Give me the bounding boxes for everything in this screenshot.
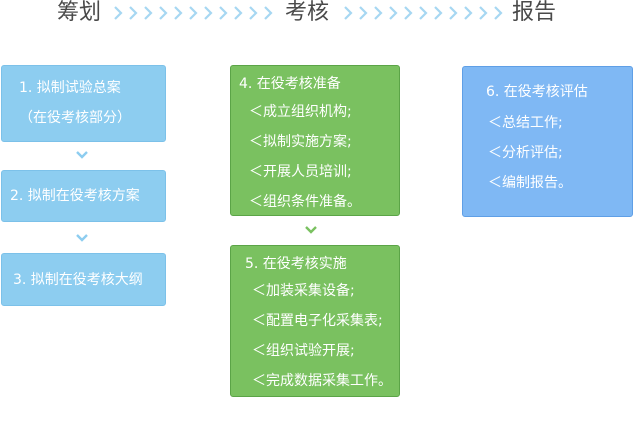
step-3-title: 3. 拟制在役考核大纲 bbox=[13, 272, 143, 288]
chevron-right-icon bbox=[189, 6, 198, 20]
chevron-right-icon bbox=[374, 6, 383, 20]
chevron-right-icon bbox=[144, 6, 153, 20]
step-4-item: ＜拟制实施方案; bbox=[249, 134, 352, 150]
step-5-item: ＜配置电子化采集表; bbox=[252, 313, 383, 329]
chevron-down-icon bbox=[76, 234, 88, 242]
chevron-right-icon bbox=[159, 6, 168, 20]
chevron-right-icon bbox=[404, 6, 413, 20]
phase-report-label: 报告 bbox=[512, 0, 557, 25]
step-1-box: 1. 拟制试验总案 （在役考核部分） bbox=[1, 65, 166, 142]
chevron-right-icon bbox=[389, 6, 398, 20]
chevron-right-icon bbox=[344, 6, 353, 20]
chevron-down-icon bbox=[76, 151, 88, 159]
step-4-item: ＜成立组织机构; bbox=[249, 104, 352, 120]
chevron-right-icon bbox=[219, 6, 228, 20]
step-5-item: ＜加装采集设备; bbox=[252, 283, 355, 299]
step-1-subtitle: （在役考核部分） bbox=[19, 110, 131, 126]
step-2-box: 2. 拟制在役考核方案 bbox=[1, 170, 166, 222]
step-5-box: 5. 在役考核实施 ＜加装采集设备; ＜配置电子化采集表; ＜组织试验开展; ＜… bbox=[230, 245, 400, 397]
phase-arrow-planning-to-assessment bbox=[113, 4, 274, 22]
step-6-title: 6. 在役考核评估 bbox=[486, 84, 588, 100]
chevron-right-icon bbox=[359, 6, 368, 20]
chevron-right-icon bbox=[464, 6, 473, 20]
chevron-right-icon bbox=[479, 6, 488, 20]
phase-arrow-assessment-to-report bbox=[343, 4, 504, 22]
step-6-item: ＜编制报告。 bbox=[488, 175, 572, 191]
chevron-right-icon bbox=[129, 6, 138, 20]
chevron-right-icon bbox=[264, 6, 273, 20]
chevron-right-icon bbox=[449, 6, 458, 20]
phase-assessment-label: 考核 bbox=[285, 0, 330, 25]
step-2-title: 2. 拟制在役考核方案 bbox=[10, 188, 140, 204]
step-4-title: 4. 在役考核准备 bbox=[239, 76, 341, 92]
chevron-right-icon bbox=[434, 6, 443, 20]
step-6-item: ＜分析评估; bbox=[488, 145, 563, 161]
step-5-item: ＜组织试验开展; bbox=[252, 343, 355, 359]
step-5-item: ＜完成数据采集工作。 bbox=[252, 373, 392, 389]
step-5-title: 5. 在役考核实施 bbox=[245, 256, 347, 272]
chevron-right-icon bbox=[494, 6, 503, 20]
chevron-right-icon bbox=[419, 6, 428, 20]
chevron-down-icon bbox=[305, 226, 317, 234]
step-3-box: 3. 拟制在役考核大纲 bbox=[1, 253, 166, 306]
chevron-right-icon bbox=[174, 6, 183, 20]
phase-planning-label: 筹划 bbox=[57, 0, 102, 25]
step-6-item: ＜总结工作; bbox=[488, 115, 563, 131]
step-6-box: 6. 在役考核评估 ＜总结工作; ＜分析评估; ＜编制报告。 bbox=[462, 66, 633, 217]
chevron-right-icon bbox=[114, 6, 123, 20]
step-4-item: ＜组织条件准备。 bbox=[249, 194, 361, 210]
step-1-title: 1. 拟制试验总案 bbox=[19, 80, 121, 96]
chevron-right-icon bbox=[204, 6, 213, 20]
step-4-item: ＜开展人员培训; bbox=[249, 164, 352, 180]
chevron-right-icon bbox=[234, 6, 243, 20]
chevron-right-icon bbox=[249, 6, 258, 20]
step-4-box: 4. 在役考核准备 ＜成立组织机构; ＜拟制实施方案; ＜开展人员培训; ＜组织… bbox=[230, 65, 400, 216]
